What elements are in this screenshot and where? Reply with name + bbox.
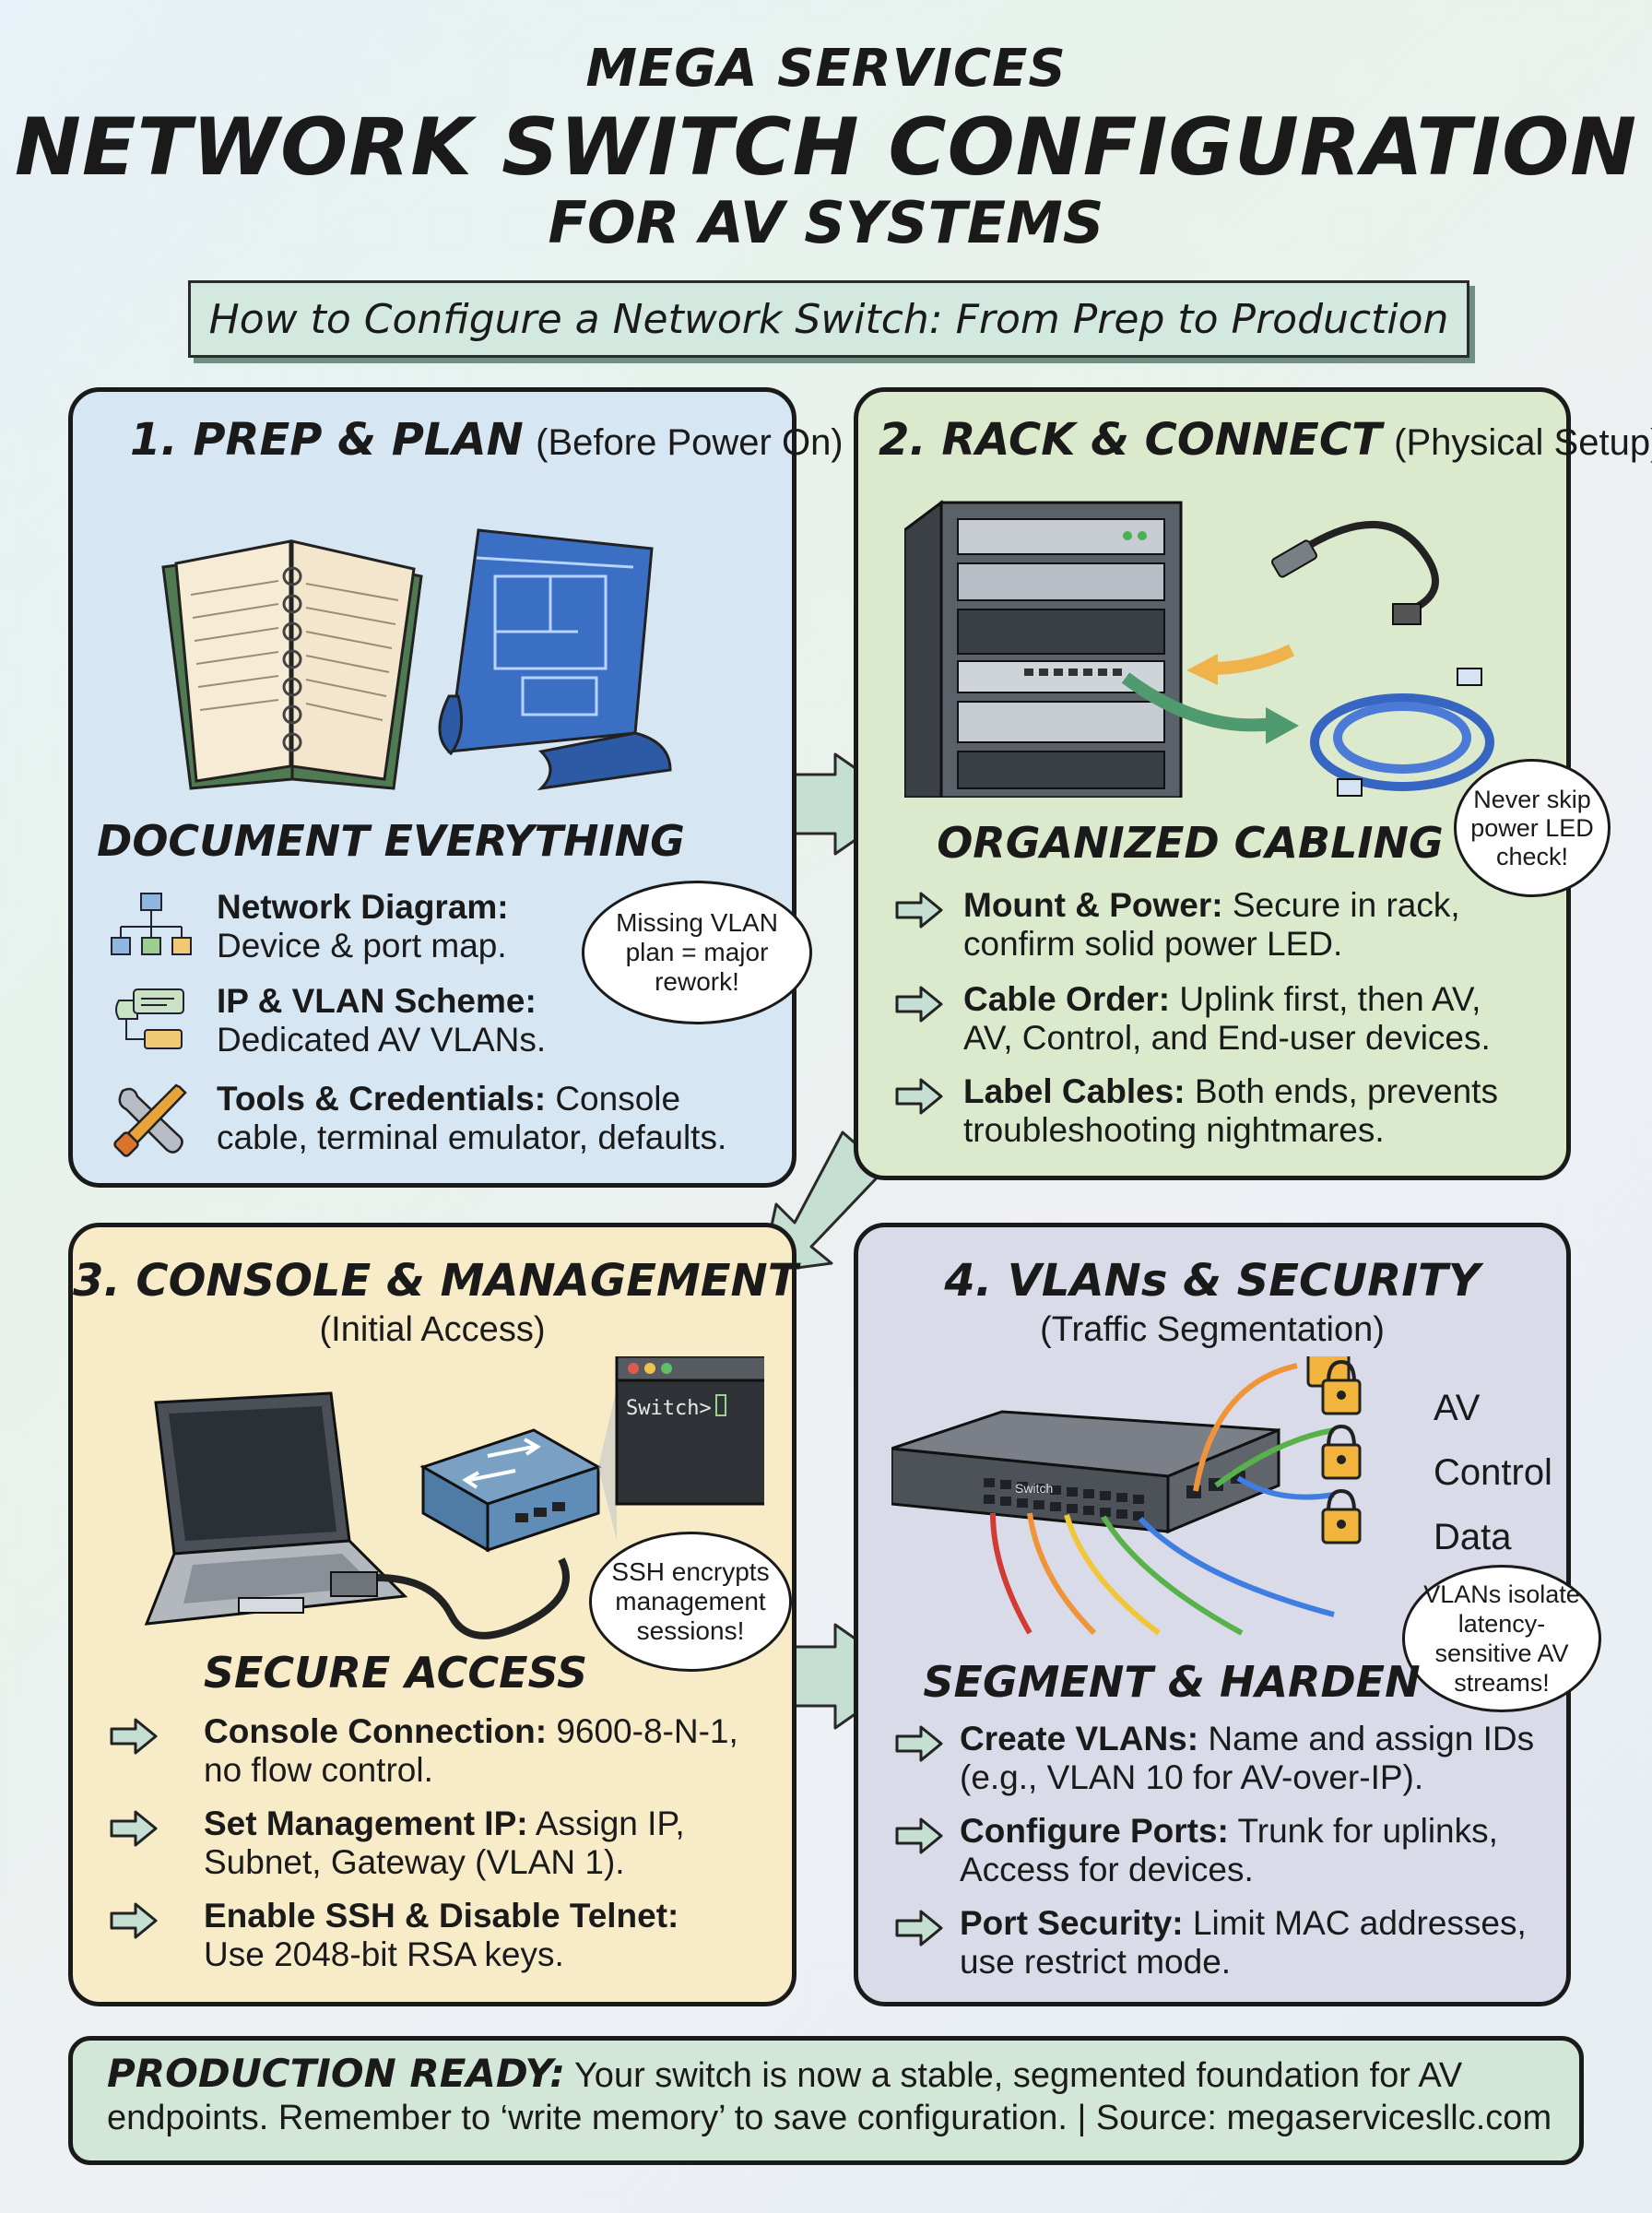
tip-bubble-text: SSH encrypts management sessions! xyxy=(611,1557,770,1645)
panel-title-main: 3. CONSOLE & MANAGEMENT xyxy=(73,1255,798,1307)
laptop-console-illustration xyxy=(144,1356,764,1639)
ip-vlan-scheme-icon xyxy=(115,988,184,1049)
tagline-text: How to Configure a Network Switch: From … xyxy=(208,295,1449,343)
lock-av-icon xyxy=(1321,1359,1362,1415)
lock-control-icon xyxy=(1321,1424,1362,1480)
list-item: Label Cables: Both ends, prevents troubl… xyxy=(963,1072,1498,1149)
network-switch-small-icon xyxy=(419,1428,602,1553)
list-item: IP & VLAN Scheme:Dedicated AV VLANs. xyxy=(217,982,547,1059)
tip-bubble: VLANs isolate latency-sensitive AV strea… xyxy=(1402,1565,1601,1712)
panel-prep-plan: 1. PREP & PLAN (Before Power On) xyxy=(68,387,844,1188)
list-item: Console Connection: 9600-8-N-1, no flow … xyxy=(204,1712,738,1789)
tip-bubble-text: Missing VLAN plan = major rework! xyxy=(616,908,778,996)
switch-label: Switch xyxy=(1015,1481,1054,1496)
list-item: Cable Order: Uplink first, then AV, AV, … xyxy=(963,980,1491,1057)
lock-icons xyxy=(1321,1359,1362,1544)
switch-vlan-illustration xyxy=(891,1356,1351,1636)
bullet-arrow-icon xyxy=(110,1718,158,1755)
list-item: Tools & Credentials: Console cable, term… xyxy=(217,1080,727,1156)
vlan-label-data: Data xyxy=(1434,1517,1512,1557)
footer-panel xyxy=(68,2036,1584,2165)
page-subtitle: FOR AV SYSTEMS xyxy=(548,189,1104,256)
bullet-arrow-icon xyxy=(895,1725,943,1762)
page-title: NETWORK SWITCH CONFIGURATION xyxy=(14,101,1638,194)
panel-title-main: 4. VLANs & SECURITY xyxy=(944,1255,1481,1307)
vlan-label-av: AV xyxy=(1434,1388,1481,1428)
list-item: Port Security: Limit MAC addresses, use … xyxy=(960,1904,1527,1981)
laptop-icon xyxy=(144,1391,408,1626)
panel-rack-connect: 2. RACK & CONNECT (Physical Setup) xyxy=(854,387,1652,1180)
tip-bubble-text: Never skip power LED check! xyxy=(1470,785,1594,870)
footer-lead: PRODUCTION READY: xyxy=(107,2051,566,2096)
panel-title-sub: (Before Power On) xyxy=(536,422,844,463)
panel-title-main: 1. PREP & PLAN xyxy=(130,414,524,466)
tagline-banner: How to Configure a Network Switch: From … xyxy=(188,280,1469,358)
terminal-window-icon xyxy=(615,1356,764,1506)
usb-cable-icon xyxy=(1271,520,1439,625)
ethernet-cable-icon xyxy=(1310,668,1494,797)
lock-data-icon xyxy=(1321,1488,1362,1544)
bullet-arrow-icon xyxy=(895,892,943,929)
tip-bubble-text: VLANs isolate latency-sensitive AV strea… xyxy=(1423,1580,1580,1697)
vlan-label-control: Control xyxy=(1434,1452,1552,1493)
footer-text: PRODUCTION READY: Your switch is now a s… xyxy=(107,2053,1564,2139)
terminal-prompt: Switch> xyxy=(626,1397,712,1420)
list-item: Configure Ports: Trunk for uplinks, Acce… xyxy=(960,1812,1498,1888)
panel-title-sub: (Initial Access) xyxy=(319,1310,546,1349)
list-item: Mount & Power: Secure in rack, confirm s… xyxy=(963,886,1460,963)
server-rack-icon xyxy=(904,500,1183,798)
notebook-blueprint-illustration xyxy=(161,528,672,791)
tip-bubble: SSH encrypts management sessions! xyxy=(589,1532,792,1672)
panel-vlans-security: 4. VLANs & SECURITY (Traffic Segmentatio… xyxy=(854,1223,1601,2006)
tools-icon xyxy=(113,1083,187,1157)
list-item: Create VLANs: Name and assign IDs (e.g.,… xyxy=(960,1720,1535,1796)
tip-bubble: Missing VLAN plan = major rework! xyxy=(582,881,812,1024)
bullet-arrow-icon xyxy=(895,1817,943,1854)
blueprint-icon xyxy=(438,528,672,791)
panel-title-sub: (Physical Setup) xyxy=(1394,422,1652,463)
panel-title-sub: (Traffic Segmentation) xyxy=(1040,1310,1385,1349)
section-heading: SEGMENT & HARDEN xyxy=(923,1657,1421,1707)
bullet-arrow-icon xyxy=(110,1810,158,1847)
arrow-2-to-3-icon xyxy=(760,1130,887,1274)
network-diagram-icon xyxy=(111,893,192,955)
panel-title-main: 2. RACK & CONNECT xyxy=(879,414,1382,466)
footer-body: Your switch is now a stable, segmented f… xyxy=(107,2056,1552,2137)
notebook-icon xyxy=(161,539,423,790)
bullet-arrow-icon xyxy=(895,1078,943,1115)
panel-console-management: 3. CONSOLE & MANAGEMENT (Initial Access)… xyxy=(68,1223,798,2006)
panel-title: 1. PREP & PLAN (Before Power On) xyxy=(130,414,844,466)
bullet-arrow-icon xyxy=(110,1902,158,1939)
rack-cables-illustration xyxy=(904,500,1494,798)
list-item: Set Management IP: Assign IP, Subnet, Ga… xyxy=(204,1805,685,1881)
tip-bubble: Never skip power LED check! xyxy=(1454,759,1611,897)
section-heading: DOCUMENT EVERYTHING xyxy=(97,816,685,866)
section-heading: SECURE ACCESS xyxy=(203,1648,588,1698)
list-item: Network Diagram:Device & port map. xyxy=(217,888,509,964)
bullet-arrow-icon xyxy=(895,1910,943,1947)
brand-name: MEGA SERVICES xyxy=(585,39,1067,99)
bullet-arrow-icon xyxy=(895,986,943,1023)
section-heading: ORGANIZED CABLING xyxy=(937,818,1444,868)
list-item: Enable SSH & Disable Telnet:Use 2048-bit… xyxy=(204,1897,679,1973)
network-switch-icon xyxy=(891,1410,1280,1534)
panel-title: 2. RACK & CONNECT (Physical Setup) xyxy=(879,414,1652,466)
